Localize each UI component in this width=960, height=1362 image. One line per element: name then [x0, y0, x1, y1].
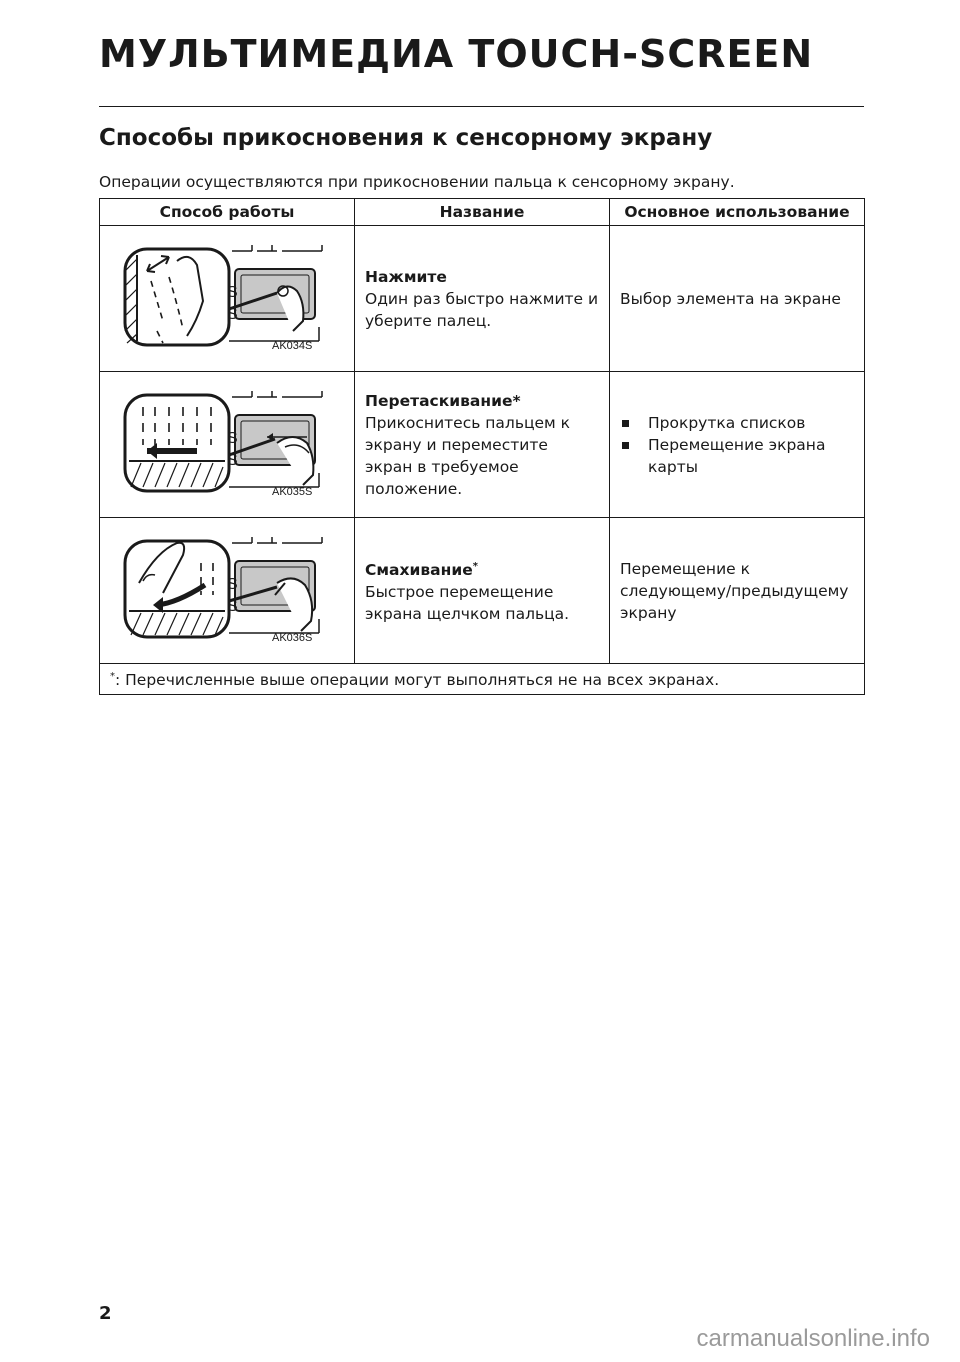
figure-code: AK034S: [272, 340, 312, 352]
drag-illustration-cell: S S AK035S: [99, 371, 355, 518]
touch-operations-table: Способ работы Название Основное использо…: [99, 198, 865, 695]
footnote-mark: *: [472, 560, 478, 572]
operation-description: Прикоснитесь пальцем к экрану и перемест…: [365, 413, 571, 498]
operation-usage: Выбор элемента на экране: [620, 289, 841, 308]
operation-usage-cell: Выбор элемента на экране: [609, 225, 865, 372]
operation-usage-cell: Прокрутка списков Перемещение экрана кар…: [609, 371, 865, 518]
column-header-name: Название: [354, 198, 610, 226]
operation-name-cell: Смахивание* Быстрое перемещение экрана щ…: [354, 517, 610, 664]
footnote: *: Перечисленные выше операции могут вып…: [99, 663, 865, 695]
footnote-row: *: Перечисленные выше операции могут вып…: [99, 663, 865, 695]
operation-name: Перетаскивание*: [365, 391, 521, 410]
svg-text:S: S: [227, 306, 238, 323]
svg-text:S: S: [227, 284, 238, 301]
section-heading: Способы прикосновения к сенсорному экран…: [99, 125, 713, 151]
watermark: carmanualsonline.info: [696, 1325, 930, 1352]
page-number: 2: [99, 1303, 112, 1324]
operation-name: Смахивание*: [365, 560, 478, 580]
svg-text:S: S: [227, 452, 238, 469]
list-item: Прокрутка списков: [620, 412, 854, 434]
svg-text:S: S: [227, 576, 238, 593]
table-row: S S AK034S: [99, 225, 865, 372]
table-row: S S AK036S Смахив: [99, 517, 865, 664]
table-row: S S AK035S Перета: [99, 371, 865, 518]
operation-description: Быстрое перемещение экрана щелчком пальц…: [365, 583, 570, 624]
usage-list: Прокрутка списков Перемещение экрана кар…: [620, 412, 854, 478]
operation-usage: Перемещение к следующему/предыдущему экр…: [620, 559, 849, 622]
column-header-usage: Основное использование: [609, 198, 865, 226]
list-item: Перемещение экрана карты: [620, 434, 854, 478]
operation-usage-cell: Перемещение к следующему/предыдущему экр…: [609, 517, 865, 664]
tap-illustration-cell: S S AK034S: [99, 225, 355, 372]
drag-gesture-icon: S S AK035S: [123, 390, 323, 498]
table-header-row: Способ работы Название Основное использо…: [99, 198, 865, 226]
intro-text: Операции осуществляются при прикосновени…: [99, 173, 735, 191]
figure-code: AK035S: [272, 486, 312, 498]
operation-name-cell: Перетаскивание* Прикоснитесь пальцем к э…: [354, 371, 610, 518]
page-title: МУЛЬТИМЕДИА TOUCH-SCREEN: [99, 32, 814, 76]
flick-gesture-icon: S S AK036S: [123, 536, 323, 644]
flick-illustration-cell: S S AK036S: [99, 517, 355, 664]
title-divider: [99, 106, 864, 107]
svg-text:S: S: [227, 598, 238, 615]
footnote-mark: *: [110, 671, 115, 683]
operation-description: Один раз быстро нажмите и уберите палец.: [365, 289, 599, 330]
column-header-method: Способ работы: [99, 198, 355, 226]
operation-name-cell: Нажмите Один раз быстро нажмите и уберит…: [354, 225, 610, 372]
figure-code: AK036S: [272, 632, 312, 644]
tap-gesture-icon: S S AK034S: [123, 244, 323, 352]
footnote-text: : Перечисленные выше операции могут выпо…: [115, 671, 720, 690]
svg-text:S: S: [227, 430, 238, 447]
operation-name: Нажмите: [365, 267, 447, 286]
